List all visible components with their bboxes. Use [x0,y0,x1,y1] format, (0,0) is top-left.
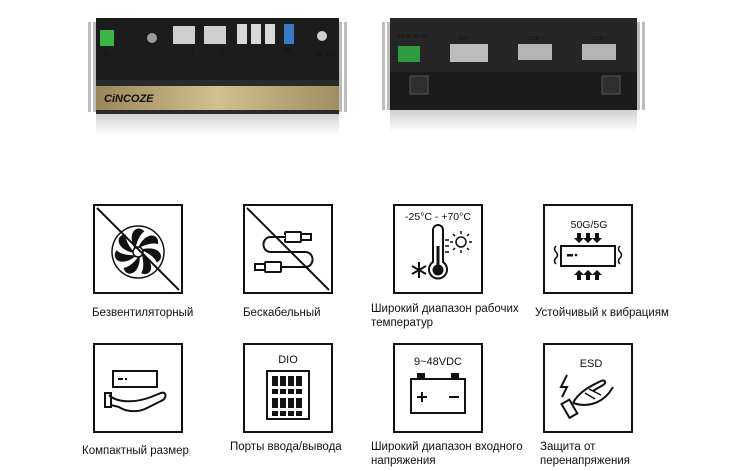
dvi-label: DVI-I [458,36,469,42]
front-ports [100,24,327,46]
lightning-icon [559,374,569,398]
device-front-photo: SW 1 2 SS AT ATC CiNCOZE [88,18,347,135]
compact-hand-icon [104,370,167,413]
usb3-label: SS [284,48,291,54]
esd-caption: Защита от перенапряжения [540,441,630,467]
cableless-feature-tile [243,204,333,294]
brand-logo: CiNCOZE [104,93,154,105]
dc-in-label: DC IN 9V-48V [398,34,430,40]
compact-caption: Компактный размер [82,445,189,457]
lan2-label: 2 [222,50,225,56]
cableless-caption: Бескабельный [243,307,321,319]
thermometer-icon: -25°C - +70°C [405,211,472,280]
rear-ports [398,44,621,95]
vibration-icon: 50G/5G [553,219,623,280]
at-label: AT [316,52,322,58]
esd-hand-icon: ESD [559,358,614,420]
dio-feature-tile: DIO [243,343,333,433]
voltage-badge: 9~48VDC [414,356,462,368]
vibration-feature-tile: 50G/5G [543,204,633,294]
fanless-caption: Безвентиляторный [92,307,194,319]
terminal-block-icon: DIO [266,354,310,420]
vibration-badge: 50G/5G [571,219,608,231]
voltage-feature-tile: 9~48VDC [393,343,483,433]
compact-feature-tile [93,343,183,433]
snowflake-icon [411,262,427,278]
vibration-caption: Устойчивый к вибрациям [535,307,669,319]
y-label-left: Y [416,100,420,106]
lan1-label: 1 [191,50,194,56]
temperature-feature-tile: -25°C - +70°C [393,204,483,294]
cable-icon [246,207,330,291]
fanless-feature-tile [93,204,183,294]
voltage-caption: Широкий диапазон входного напряжения [371,441,523,467]
com2-label: COM 2 [592,36,608,42]
temperature-caption: Широкий диапазон рабочих температур [371,303,519,329]
device-rear-photo: DC IN 9V-48V DVI-I COM 1 COM 2 Y Y [382,18,645,132]
sun-icon [450,231,472,253]
dio-badge: DIO [278,354,298,366]
temperature-badge: -25°C - +70°C [405,211,471,223]
dio-caption: Порты ввода/вывода [230,441,342,453]
atc-label: ATC [326,52,336,58]
esd-badge: ESD [580,358,603,370]
fanless-icon [96,207,180,291]
esd-feature-tile: ESD [543,343,633,433]
sw-label: SW [102,52,110,58]
y-label-right: Y [608,100,612,106]
com1-label: COM 1 [528,36,544,42]
battery-icon: 9~48VDC [410,356,466,414]
